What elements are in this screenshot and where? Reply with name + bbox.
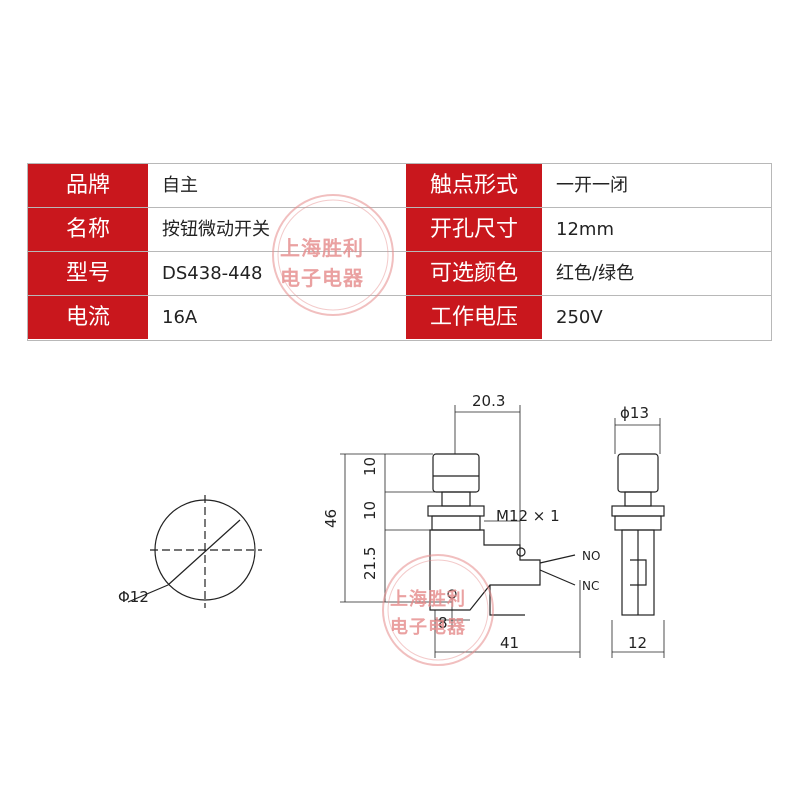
spec-key-name: 名称 (28, 208, 148, 251)
spec-value-color-options: 红色/绿色 (556, 263, 635, 284)
spec-key-brand: 品牌 (28, 164, 148, 207)
side-dimension-lines (611, 418, 665, 658)
dim-body-height-label: 21.5 (361, 547, 379, 580)
spec-row-name: 名称 按钮微动开关 开孔尺寸 12mm (28, 208, 771, 251)
terminal-nc-label: NC (582, 579, 599, 593)
spec-key-model: 型号 (28, 252, 148, 295)
dim-total-height-label: 46 (322, 509, 340, 528)
front-dimension-lines (340, 405, 581, 658)
spec-value-current: 16A (162, 307, 198, 328)
dim-side-width-label: 12 (628, 634, 647, 652)
panel-hole-diameter-label: Φ12 (118, 588, 149, 606)
spec-value-model: DS438-448 (162, 263, 263, 284)
dim-cap-height-label: 10 (361, 457, 379, 476)
spec-key-hole-size: 开孔尺寸 (406, 208, 542, 251)
spec-value-name: 按钮微动开关 (162, 219, 270, 240)
spec-value-brand: 自主 (162, 175, 198, 196)
spec-value-voltage: 250V (556, 307, 603, 328)
dim-side-diameter-label: ϕ13 (620, 404, 649, 422)
panel-hole-view (127, 495, 262, 608)
thread-label: M12 × 1 (496, 507, 560, 525)
switch-front-view (427, 453, 576, 616)
spec-value-contact-form: 一开一闭 (556, 175, 628, 196)
spec-key-color-options: 可选颜色 (406, 252, 542, 295)
spec-row-current: 电流 16A 工作电压 250V (28, 296, 771, 339)
dim-width-top-label: 20.3 (472, 392, 505, 410)
spec-value-hole-size: 12mm (556, 219, 614, 240)
spec-table: 品牌 自主 触点形式 一开一闭 名称 按钮微动开关 开孔尺寸 12mm 型号 D… (27, 163, 772, 341)
dim-total-length-label: 41 (500, 634, 519, 652)
spec-row-model: 型号 DS438-448 可选颜色 红色/绿色 (28, 252, 771, 295)
row-divider (28, 295, 771, 296)
dim-bushing-height-label: 10 (361, 501, 379, 520)
spec-row-brand: 品牌 自主 触点形式 一开一闭 (28, 164, 771, 207)
spec-key-current: 电流 (28, 296, 148, 339)
spec-key-contact-form: 触点形式 (406, 164, 542, 207)
row-divider (28, 251, 771, 252)
spec-key-voltage: 工作电压 (406, 296, 542, 339)
switch-side-view (611, 453, 665, 616)
technical-drawing: Φ12 20.3 10 10 46 21.5 M12 × 1 NO NC 8 4… (118, 392, 665, 658)
dim-offset-label: 8 (438, 614, 448, 632)
terminal-no-label: NO (582, 549, 600, 563)
row-divider (28, 207, 771, 208)
